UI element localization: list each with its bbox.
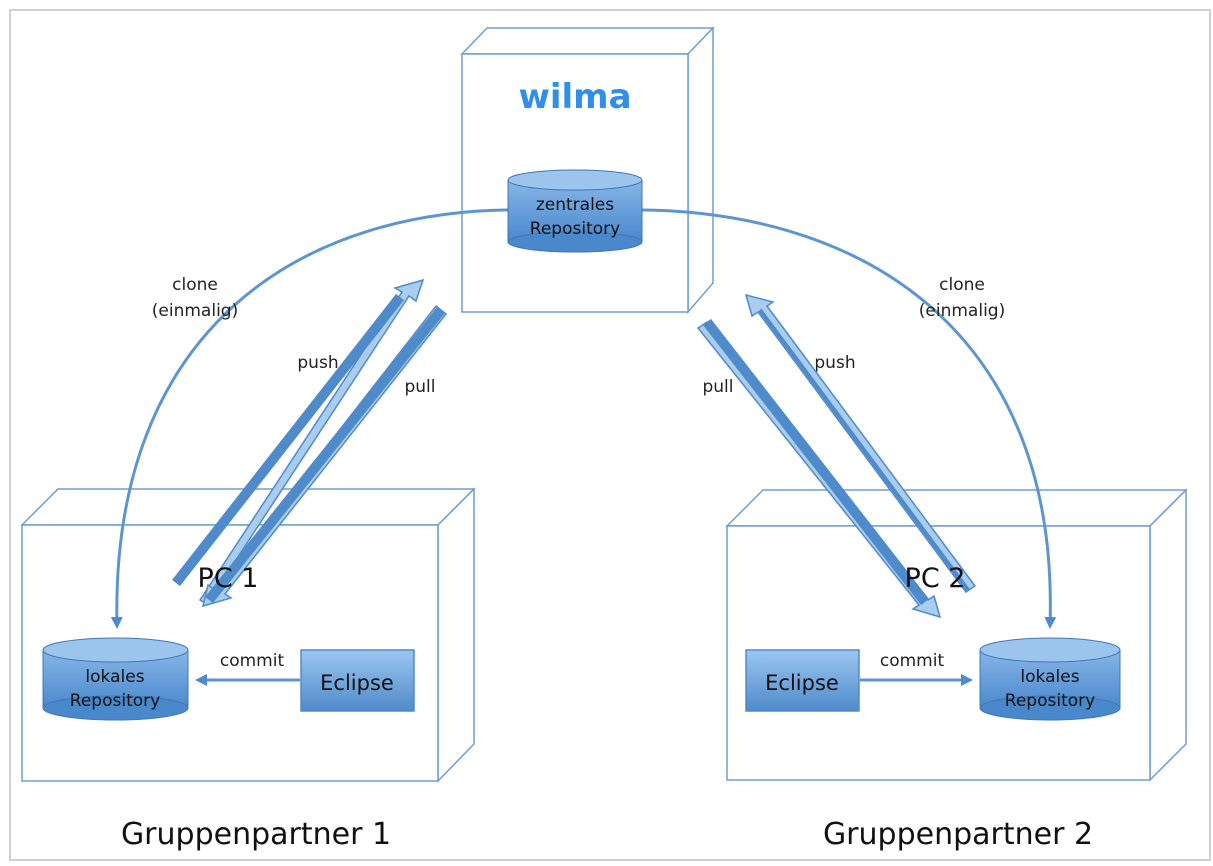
eclipse-label-right: Eclipse	[765, 671, 839, 695]
clone-label-left-2: (einmalig)	[152, 301, 238, 321]
pc1-label: PC 1	[198, 563, 259, 594]
group-label-2: Gruppenpartner 2	[823, 817, 1093, 852]
group-label-1: Gruppenpartner 1	[121, 817, 391, 852]
pc2-label: PC 2	[905, 563, 966, 594]
clone-arc-right	[619, 208, 1057, 629]
clone-label-left-1: clone	[172, 275, 218, 295]
eclipse-box-right	[745, 649, 860, 712]
push-bar-right	[758, 308, 970, 592]
pull-label-left: pull	[404, 377, 435, 397]
frame-border	[9, 9, 1211, 861]
central-repository-icon	[507, 169, 643, 253]
local-repo-left-label-2: Repository	[70, 691, 160, 711]
central-repo-label-1: zentrales	[536, 195, 614, 215]
local-repo-left-label-1: lokales	[85, 667, 144, 687]
clone-label-right-1: clone	[939, 275, 985, 295]
local-repo-right-label-1: lokales	[1020, 667, 1079, 687]
eclipse-box-left	[300, 649, 415, 712]
clone-label-right-2: (einmalig)	[919, 301, 1005, 321]
local-repository-icon-right	[979, 637, 1121, 721]
central-repo-label-2: Repository	[530, 219, 620, 239]
pull-label-right: pull	[702, 377, 733, 397]
local-repo-right-label-2: Repository	[1005, 691, 1095, 711]
commit-label-right: commit	[880, 651, 945, 671]
local-repository-icon-left	[42, 637, 189, 721]
push-label-left: push	[297, 353, 338, 373]
push-bar-left	[172, 293, 404, 587]
pull-bar-left	[205, 306, 445, 604]
server-name: wilma	[518, 77, 631, 117]
pc2-box	[725, 488, 1188, 782]
server-box	[460, 26, 715, 315]
clone-arc-left	[110, 208, 531, 629]
eclipse-label-left: Eclipse	[320, 671, 394, 695]
pull-bar-right	[703, 318, 929, 606]
push-label-right: push	[814, 353, 855, 373]
commit-label-left: commit	[220, 651, 285, 671]
